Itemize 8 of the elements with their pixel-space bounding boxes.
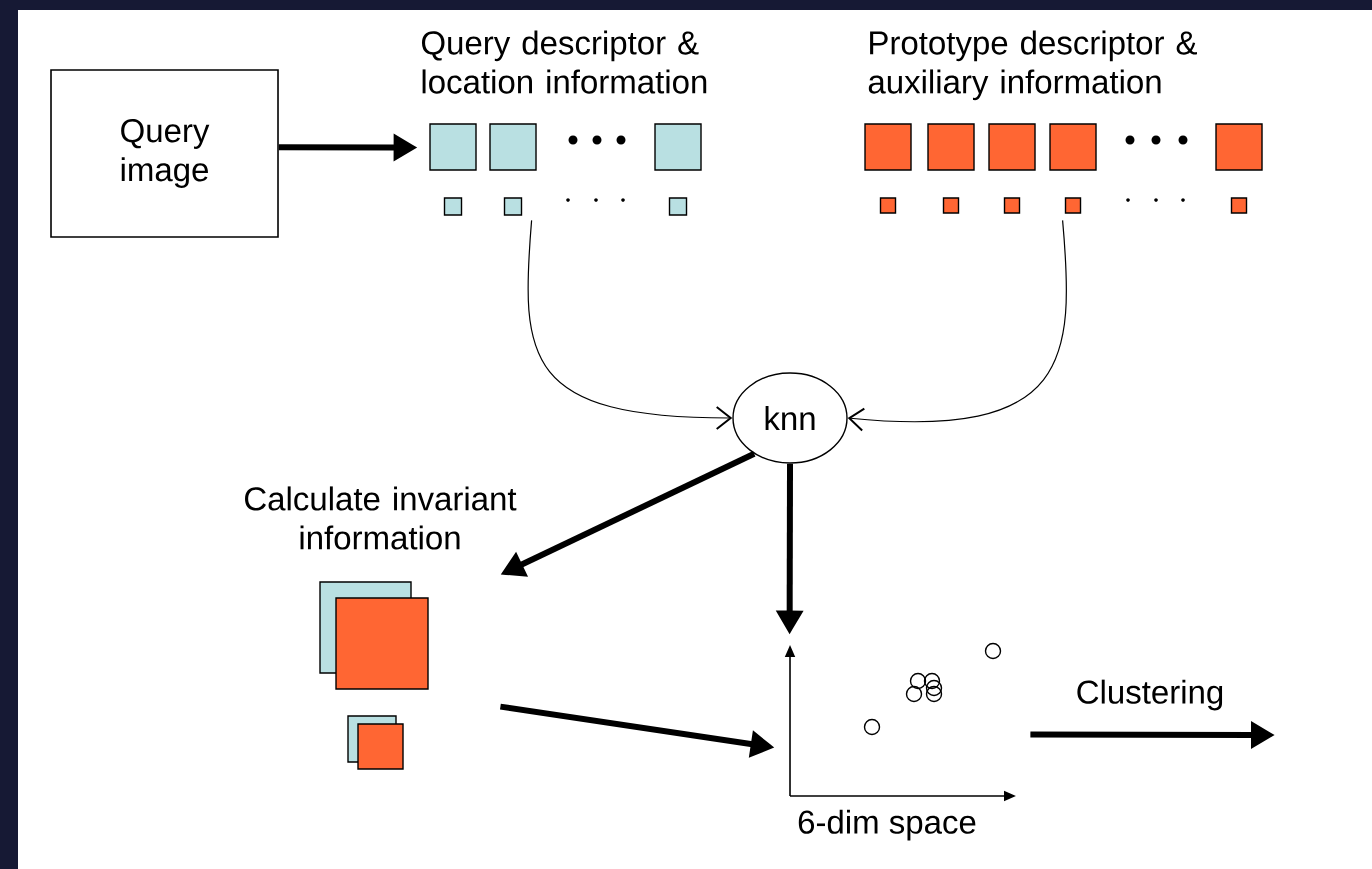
process-box: Query image	[50, 69, 279, 238]
heading: Prototype descriptor & auxiliary information	[868, 30, 1197, 101]
axis-label: 6-dim space	[798, 809, 976, 841]
heading: Query descriptor & location information	[421, 30, 707, 94]
arrow	[847, 219, 1068, 432]
edge-label: Clustering	[1073, 677, 1227, 713]
heading: Calculate invariant information	[245, 486, 517, 550]
arrow	[527, 219, 733, 430]
